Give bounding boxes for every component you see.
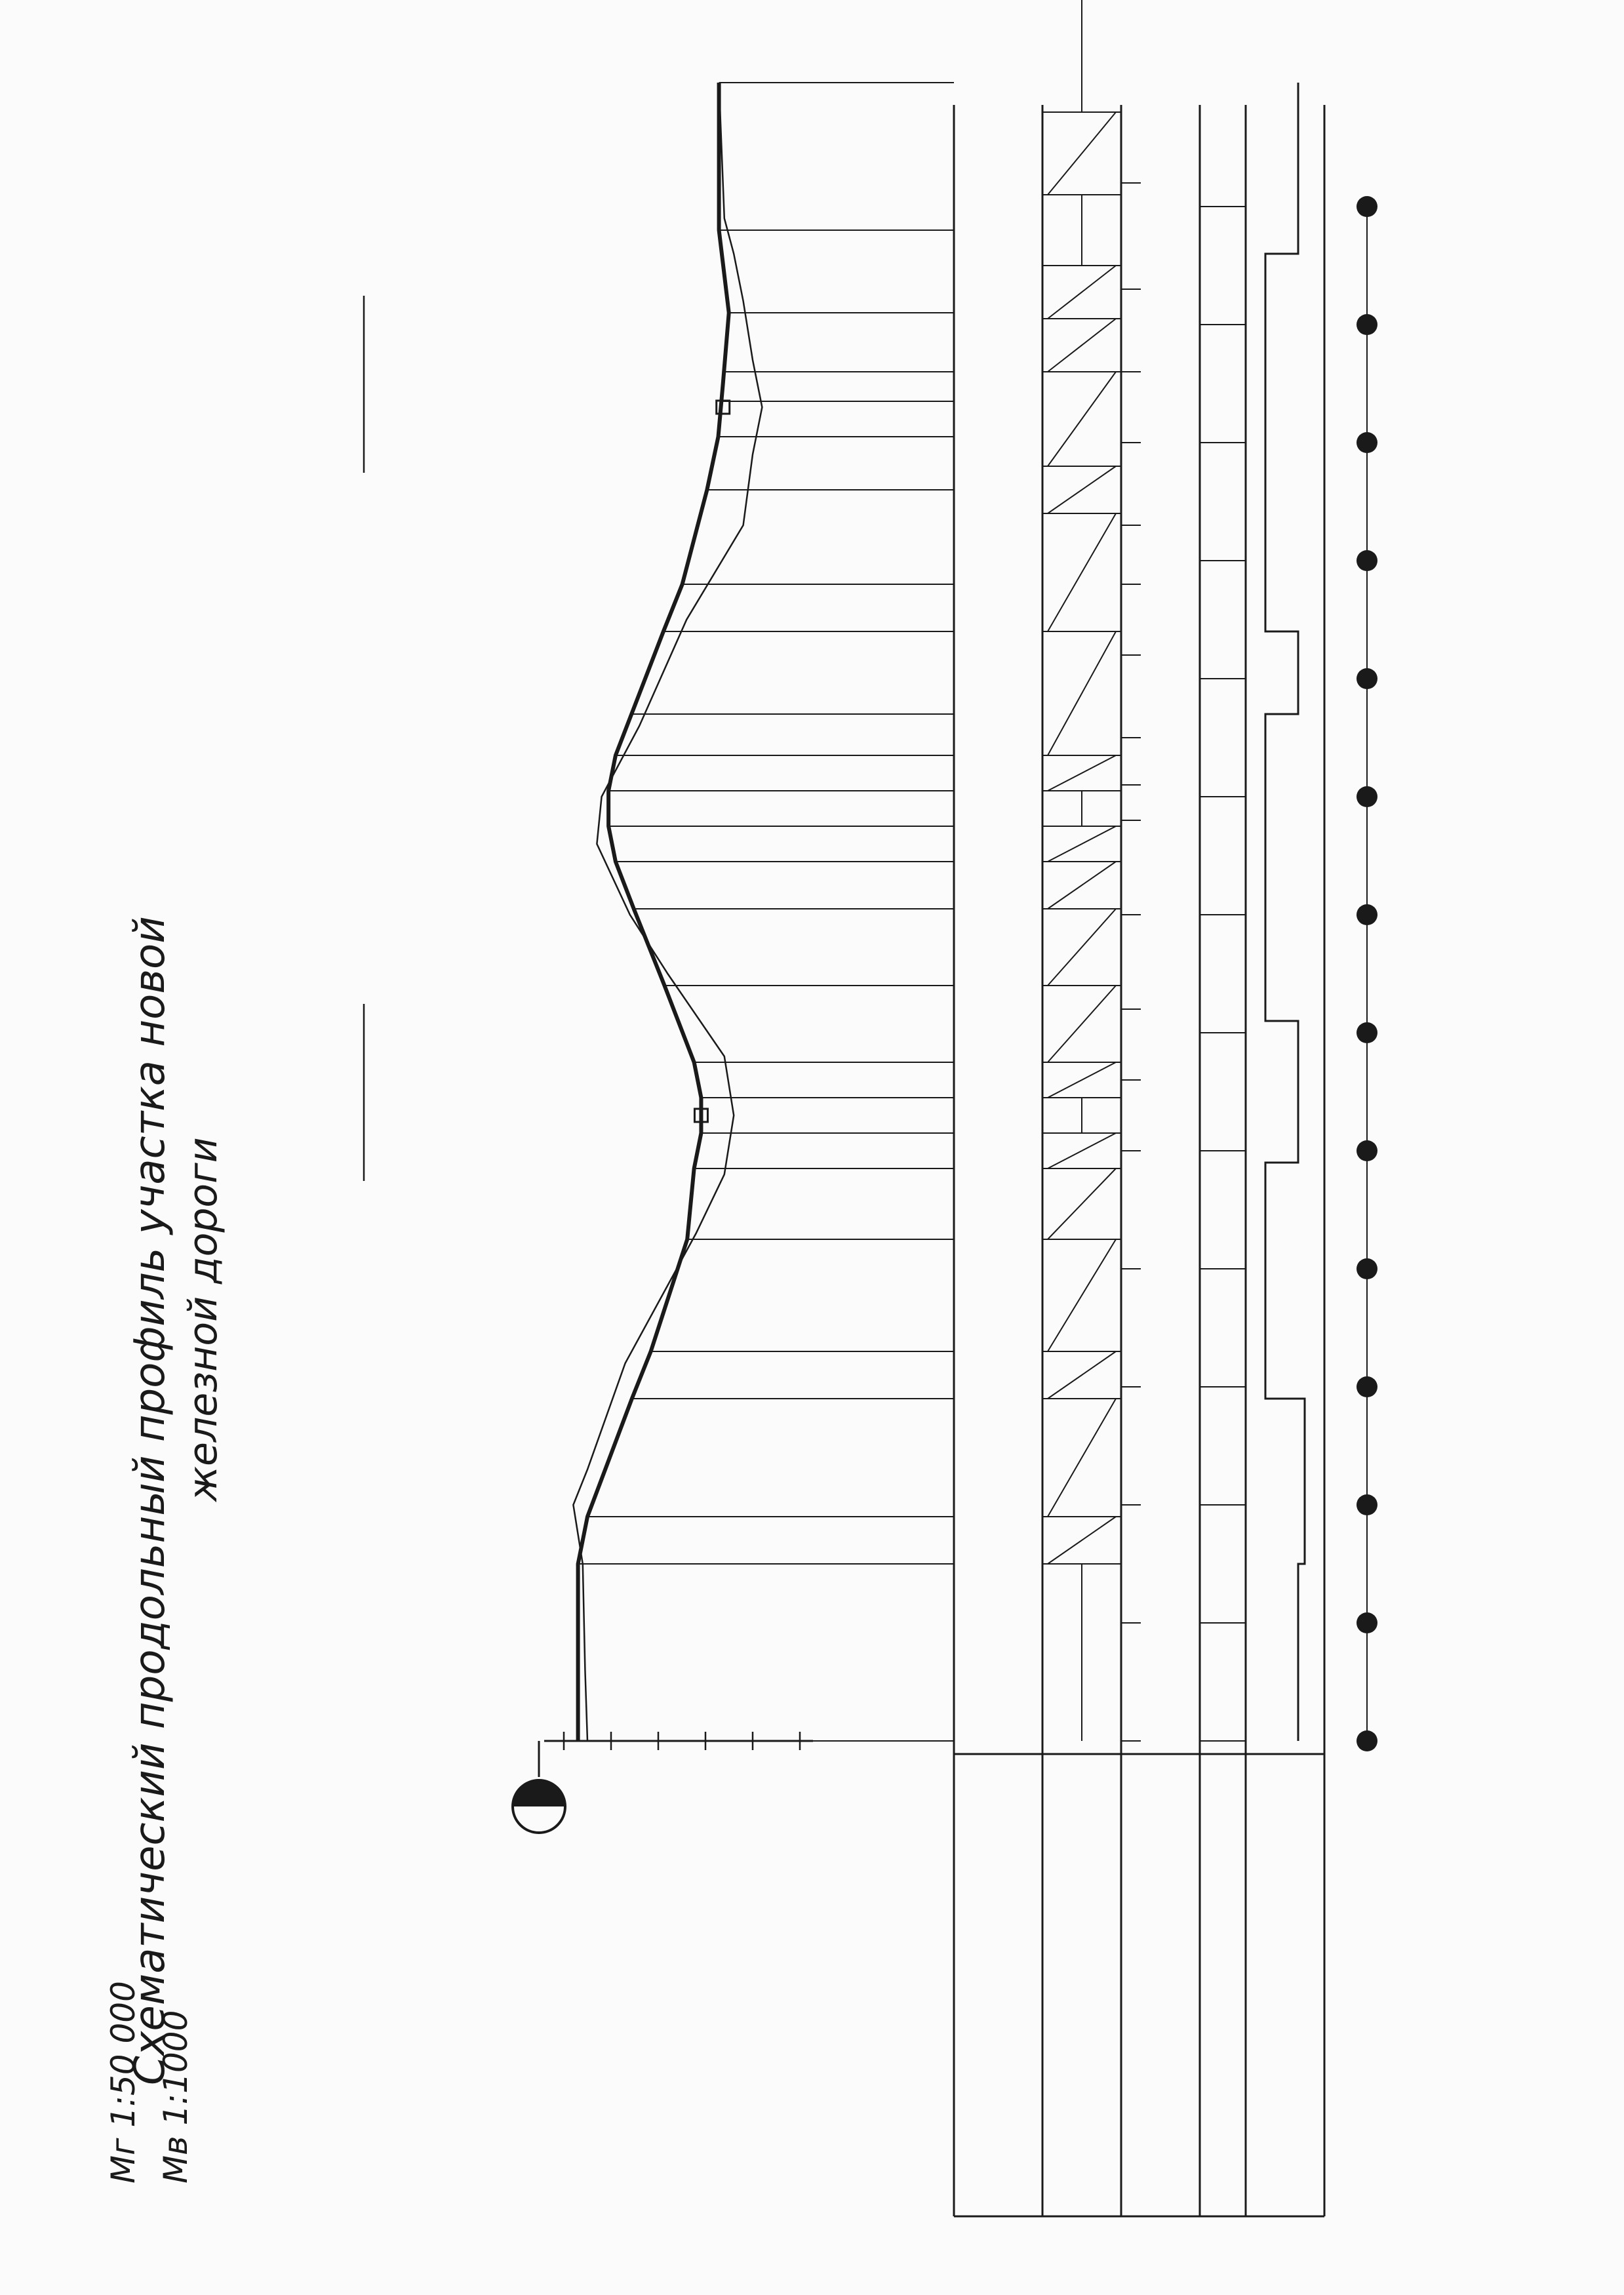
culverts	[363, 296, 731, 1181]
design-grade-line	[576, 83, 731, 1741]
slope-diagonal	[1047, 861, 1117, 909]
scale-vertical: Мв 1:1000	[157, 2010, 195, 2184]
elevation-axis	[511, 1740, 813, 1834]
slope-diagonal	[1047, 466, 1117, 514]
scale-horizontal: Мг 1:50 000	[104, 1981, 142, 2184]
slope-diagonal	[1047, 1398, 1117, 1517]
ground-surface-line	[572, 82, 763, 1742]
slope-diagonal	[1047, 1351, 1117, 1399]
km-post-marker	[1357, 668, 1377, 689]
km-post-marker	[1357, 1730, 1377, 1751]
profile-table	[953, 105, 1326, 2218]
station-lines	[578, 82, 954, 1742]
title-line-2: железной дороги	[180, 1137, 226, 1503]
km-post-marker	[1357, 904, 1377, 925]
slope-diagonal	[1047, 1168, 1117, 1240]
characteristic-points-row	[1200, 206, 1246, 1742]
slope-diagonal	[1047, 371, 1117, 467]
title-line-1: Схематический продольный профиль участка…	[126, 916, 174, 2085]
slope-diagonal	[1047, 1132, 1117, 1169]
slope-diagonal	[1047, 318, 1117, 372]
slope-diagonal	[1047, 985, 1117, 1063]
ground-marks-row	[1121, 182, 1141, 1742]
km-post-marker	[1357, 196, 1377, 217]
slope-diagonal	[1047, 908, 1117, 986]
km-post-marker	[1357, 1258, 1377, 1279]
slope-diagonal	[1047, 755, 1117, 791]
design-slopes-row	[1042, 0, 1121, 1741]
km-post-marker	[1357, 1376, 1377, 1397]
km-post-marker	[1357, 1494, 1377, 1515]
km-post-marker	[1357, 550, 1377, 571]
slope-diagonal	[1047, 826, 1117, 862]
slope-diagonal	[1047, 513, 1117, 632]
slope-diagonal	[1047, 111, 1117, 195]
km-post-marker	[1357, 1140, 1377, 1161]
slope-diagonal	[1047, 1239, 1117, 1352]
km-post-marker	[1357, 314, 1377, 335]
km-post-marker	[1357, 1022, 1377, 1043]
km-post-marker	[1357, 1612, 1377, 1633]
kilometers-row	[1357, 196, 1377, 1751]
slope-diagonal	[1047, 1516, 1117, 1565]
km-post-marker	[1357, 786, 1377, 807]
km-post-marker	[1357, 432, 1377, 453]
route-plan-row	[1264, 83, 1306, 1741]
slope-diagonal	[1047, 1062, 1117, 1098]
slope-diagonal	[1047, 265, 1117, 319]
culvert-symbol	[693, 1108, 709, 1123]
culvert-symbol	[715, 399, 731, 415]
slope-diagonal	[1047, 631, 1117, 756]
route-plan-line	[1264, 83, 1306, 1741]
